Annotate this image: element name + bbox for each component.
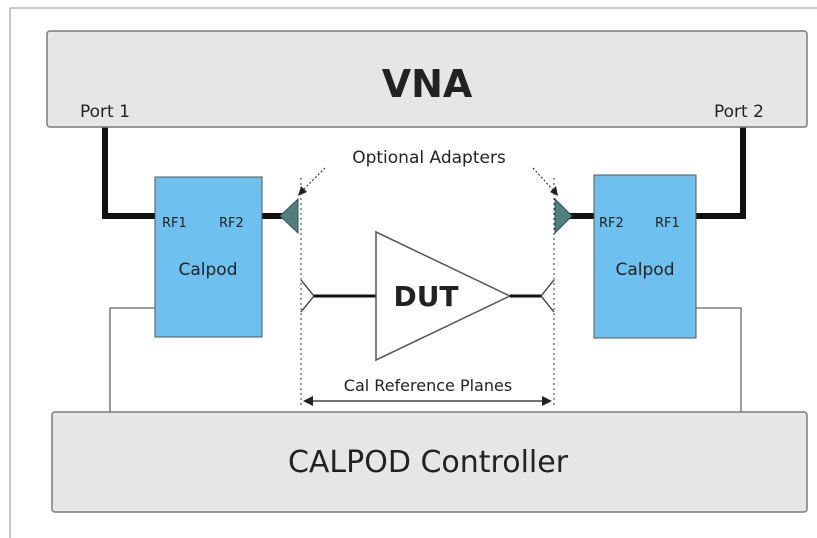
port1-cable xyxy=(102,124,155,219)
port2-cable xyxy=(696,124,746,219)
calpod-left-box xyxy=(154,176,263,338)
controller-cable-left xyxy=(109,307,155,412)
dut-input-connector xyxy=(300,279,315,313)
calpod-left-name: Calpod xyxy=(179,260,238,280)
optional-adapters-label: Optional Adapters xyxy=(352,148,506,168)
calpod-left-rf2-label: RF2 xyxy=(219,216,244,231)
calpod-left-rf1-label: RF1 xyxy=(162,216,187,231)
adapter-right-icon xyxy=(554,197,573,235)
vna-box xyxy=(46,30,808,128)
calpod-right-name: Calpod xyxy=(616,260,675,280)
vna-title: VNA xyxy=(382,62,473,106)
reference-planes-label: Cal Reference Planes xyxy=(344,376,512,395)
calpod-right-rf2-label: RF2 xyxy=(599,216,624,231)
calpod-right-rf1-label: RF1 xyxy=(655,216,680,231)
adapter-right-arrowhead xyxy=(550,186,558,196)
dut-output-connector xyxy=(540,279,555,313)
controller-cable-right xyxy=(696,307,742,412)
vna-port2-label: Port 2 xyxy=(714,102,764,122)
dut-label: DUT xyxy=(393,280,458,313)
reference-planes-arrowhead-left xyxy=(303,396,313,406)
adapter-left-arrowhead xyxy=(298,186,307,196)
calpod-right-box xyxy=(593,174,697,339)
adapter-right-pointer xyxy=(532,167,554,191)
adapter-left-icon xyxy=(279,197,299,235)
calpod-controller-box xyxy=(51,411,808,513)
vna-port1-label: Port 1 xyxy=(80,102,130,122)
dut-amplifier-icon xyxy=(375,230,512,362)
calpod-controller-label: CALPOD Controller xyxy=(288,445,569,480)
adapter-left-pointer xyxy=(302,167,326,191)
reference-planes-arrowhead-right xyxy=(542,396,552,406)
